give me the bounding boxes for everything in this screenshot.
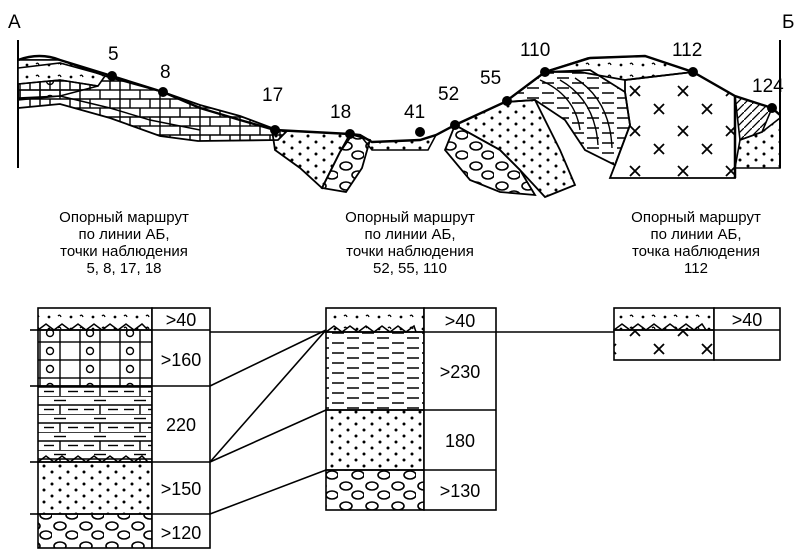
observation-point-41 [415, 127, 425, 137]
col2-layer-shale [325, 331, 425, 411]
column-caption-line: 5, 8, 17, 18 [86, 260, 161, 277]
observation-point-110 [540, 67, 550, 77]
column-caption-line: точки наблюдения [346, 243, 474, 260]
observation-point-label: 8 [160, 62, 171, 83]
col1-layer-sand-lower [37, 461, 153, 515]
thickness-value: >40 [166, 310, 197, 330]
column-caption-line: точка наблюдения [632, 243, 760, 260]
correlation-lines [30, 329, 614, 515]
thickness-value: >40 [445, 311, 476, 331]
endpoint-b-label: Б [782, 12, 794, 33]
observation-point-label: 41 [404, 102, 425, 123]
cross-section: А Б 5 8 17 18 41 52 55 110 112 124 [8, 12, 794, 199]
column-1 [37, 307, 211, 549]
observation-point-55 [502, 96, 512, 106]
observation-point-label: 5 [108, 44, 119, 65]
observation-point-label: 52 [438, 84, 459, 105]
column-caption-line: 112 [684, 260, 708, 277]
col1-layer-marl-limestone [37, 385, 153, 463]
observation-point-18 [345, 129, 355, 139]
column-caption-line: по линии АБ, [365, 226, 456, 243]
ground-surface [17, 54, 781, 144]
observation-points: 5 8 17 18 41 52 55 110 112 124 [107, 40, 784, 139]
column-caption-line: Опорный маршрут [59, 209, 189, 226]
thickness-value: >120 [161, 523, 202, 543]
thickness-value: >40 [732, 310, 763, 330]
col3-layer-granite [613, 329, 715, 361]
col1-layer-oolitic-limestone [37, 329, 153, 387]
observation-point-52 [450, 120, 460, 130]
column-caption-line: Опорный маршрут [345, 209, 475, 226]
observation-point-8 [158, 87, 168, 97]
endpoint-a-label: А [8, 12, 21, 33]
thickness-value: 180 [445, 431, 475, 451]
observation-point-label: 110 [520, 40, 550, 61]
thickness-value: >150 [161, 479, 202, 499]
column-caption-line: точки наблюдения [60, 243, 188, 260]
col1-layer-pebbles [37, 513, 153, 549]
observation-point-label: 18 [330, 102, 351, 123]
observation-point-17 [270, 125, 280, 135]
col1-layer-sand [37, 307, 153, 331]
observation-point-124 [767, 103, 777, 113]
col2-layer-pebbles [325, 469, 425, 511]
col2-layer-sand [325, 307, 425, 333]
column-3 [613, 307, 781, 361]
thickness-value: >130 [440, 481, 481, 501]
thickness-value: >160 [161, 350, 202, 370]
observation-point-label: 112 [672, 40, 702, 61]
observation-point-5 [107, 71, 117, 81]
observation-point-label: 55 [480, 68, 501, 89]
column-caption-line: 52, 55, 110 [373, 260, 447, 277]
observation-point-label: 17 [262, 85, 283, 106]
observation-point-label: 124 [752, 76, 784, 97]
observation-point-112 [688, 67, 698, 77]
column-caption-line: по линии АБ, [651, 226, 742, 243]
column-caption-line: Опорный маршрут [631, 209, 761, 226]
thickness-value: 220 [166, 415, 196, 435]
thickness-value: >230 [440, 362, 481, 382]
col2-layer-sand-lower [325, 409, 425, 471]
column-caption-line: по линии АБ, [79, 226, 170, 243]
column-2 [325, 307, 497, 511]
